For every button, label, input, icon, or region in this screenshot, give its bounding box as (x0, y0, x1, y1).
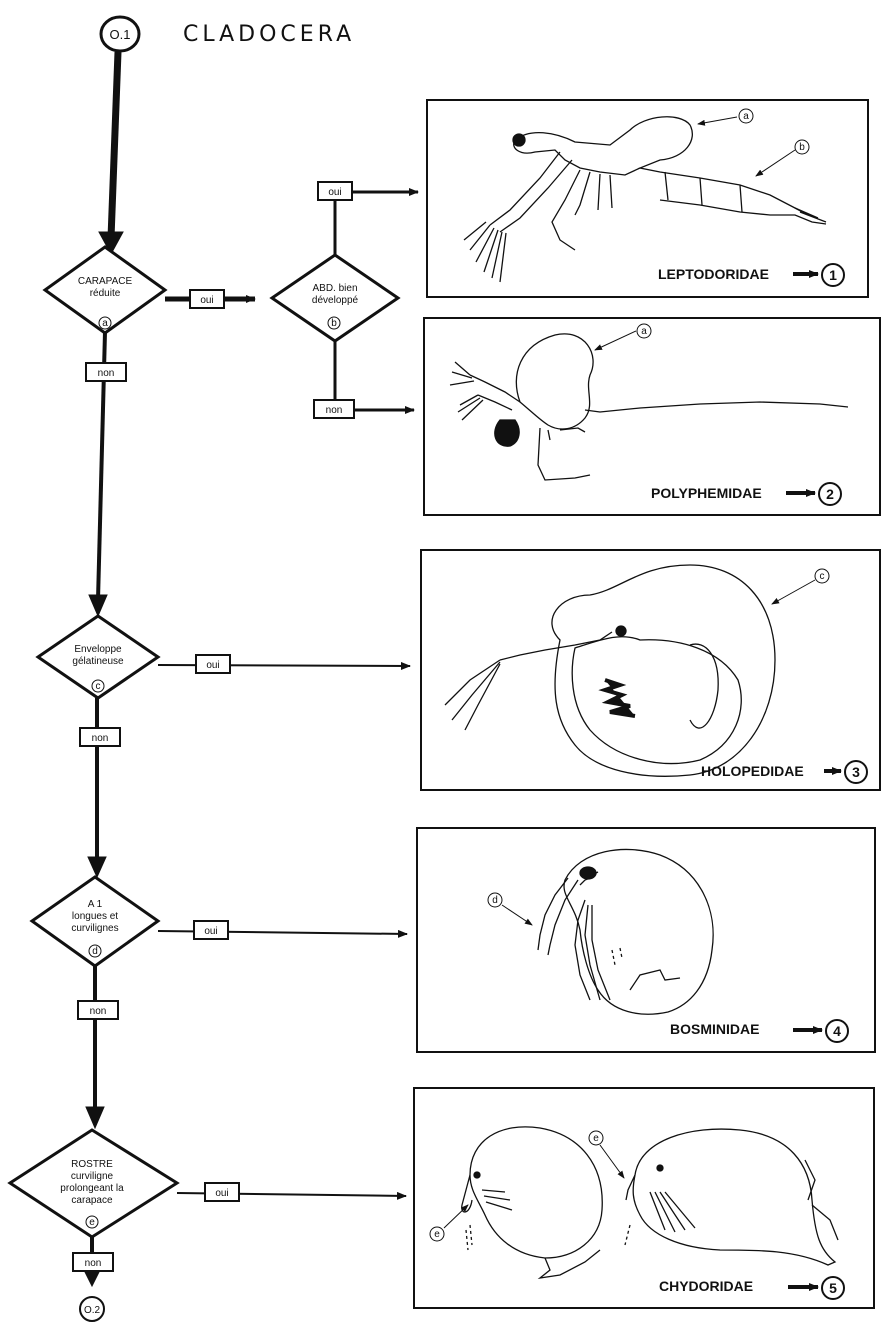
answer-oui: oui (204, 1182, 240, 1202)
svg-text:3: 3 (852, 764, 860, 780)
question-abd-bien-developpe: ABD. bien développé b (269, 253, 401, 343)
callout-e: e (429, 1204, 469, 1242)
family-name: CHYDORIDAE (659, 1278, 753, 1294)
svg-text:a: a (641, 326, 647, 337)
family-name: HOLOPEDIDAE (701, 763, 804, 779)
svg-text:non: non (92, 733, 109, 744)
question-line: ROSTRE (71, 1159, 113, 1170)
callout-d: d (487, 892, 533, 926)
svg-text:5: 5 (829, 1280, 837, 1296)
chydorus-drawing-2 (624, 1128, 839, 1266)
diagram-title: CLADOCERA (183, 22, 355, 47)
family-number: 1 (821, 263, 845, 287)
svg-text:oui: oui (204, 926, 217, 937)
panel-chydoridae: e e CHYDORIDAE 5 (413, 1087, 875, 1309)
svg-text:4: 4 (833, 1023, 841, 1039)
question-line: carapace (71, 1195, 113, 1206)
question-enveloppe-gelatineuse: Enveloppe gélatineuse c (35, 614, 161, 700)
chydorus-drawing-1 (461, 1126, 603, 1280)
question-ref: e (89, 1217, 95, 1228)
question-line: Enveloppe (74, 644, 122, 655)
family-name: POLYPHEMIDAE (651, 485, 762, 501)
svg-text:1: 1 (829, 267, 837, 283)
panel-holopedidae: c HOLOPEDIDAE 3 (420, 549, 881, 791)
svg-text:a: a (743, 111, 749, 122)
answer-oui: oui (189, 289, 225, 309)
question-carapace-reduite: CARAPACE réduite a (42, 245, 168, 335)
question-line: gélatineuse (72, 656, 124, 667)
holopedium-drawing (444, 564, 776, 777)
question-rostre-curviligne: ROSTRE curviligne prolongeant la carapac… (7, 1128, 180, 1239)
question-a1-longues-curvilignes: A 1 longues et curvilignes d (29, 875, 161, 968)
family-name: BOSMINIDAE (670, 1021, 759, 1037)
question-line: longues et (72, 911, 118, 922)
svg-text:non: non (98, 368, 115, 379)
svg-text:non: non (90, 1006, 107, 1017)
question-line: ABD. bien (312, 283, 357, 294)
panel-polyphemidae: a POLYPHEMIDAE 2 (423, 317, 881, 516)
callout-b: b (755, 139, 810, 177)
question-line: réduite (90, 288, 121, 299)
callout-c: c (771, 568, 830, 605)
question-line: curvilignes (71, 923, 118, 934)
answer-oui: oui (195, 654, 231, 674)
svg-text:d: d (492, 895, 498, 906)
family-number: 3 (844, 760, 868, 784)
answer-oui: oui (193, 920, 229, 940)
question-ref: a (102, 318, 108, 329)
family-number: 5 (821, 1276, 845, 1300)
family-number: 4 (825, 1019, 849, 1043)
bosmina-drawing (537, 848, 714, 1015)
svg-text:oui: oui (200, 295, 213, 306)
question-line: prolongeant la (60, 1183, 124, 1194)
question-ref: c (96, 681, 101, 692)
answer-non: non (313, 399, 355, 419)
end-node: O.2 (79, 1296, 105, 1322)
end-node-label: O.2 (84, 1305, 101, 1316)
answer-non: non (85, 362, 127, 382)
svg-text:b: b (799, 142, 805, 153)
svg-text:c: c (820, 571, 825, 582)
question-line: A 1 (88, 899, 103, 910)
svg-text:non: non (85, 1258, 102, 1269)
answer-oui: oui (317, 181, 353, 201)
svg-text:e: e (593, 1133, 599, 1144)
family-number: 2 (818, 482, 842, 506)
question-line: CARAPACE (78, 276, 133, 287)
callout-a: a (697, 108, 754, 126)
callout-a: a (594, 323, 652, 351)
question-ref: b (331, 318, 337, 329)
svg-text:2: 2 (826, 486, 834, 502)
svg-text:oui: oui (328, 187, 341, 198)
svg-text:e: e (434, 1229, 440, 1240)
start-node-label: O.1 (110, 27, 131, 42)
svg-text:oui: oui (215, 1188, 228, 1199)
svg-text:non: non (326, 405, 343, 416)
question-line: développé (312, 295, 359, 306)
leptodora-drawing (463, 116, 827, 283)
svg-text:oui: oui (206, 660, 219, 671)
panel-bosminidae: d BOSMINIDAE 4 (416, 827, 876, 1053)
polyphemus-drawing (449, 333, 849, 481)
answer-non: non (72, 1252, 114, 1272)
panel-leptodoridae: a b LEPTODORIDAE 1 (426, 99, 869, 298)
start-node: O.1 (99, 15, 141, 53)
callout-e: e (588, 1130, 625, 1179)
answer-non: non (77, 1000, 119, 1020)
family-name: LEPTODORIDAE (658, 266, 769, 282)
answer-non: non (79, 727, 121, 747)
question-ref: d (92, 946, 98, 957)
question-line: curviligne (71, 1171, 114, 1182)
